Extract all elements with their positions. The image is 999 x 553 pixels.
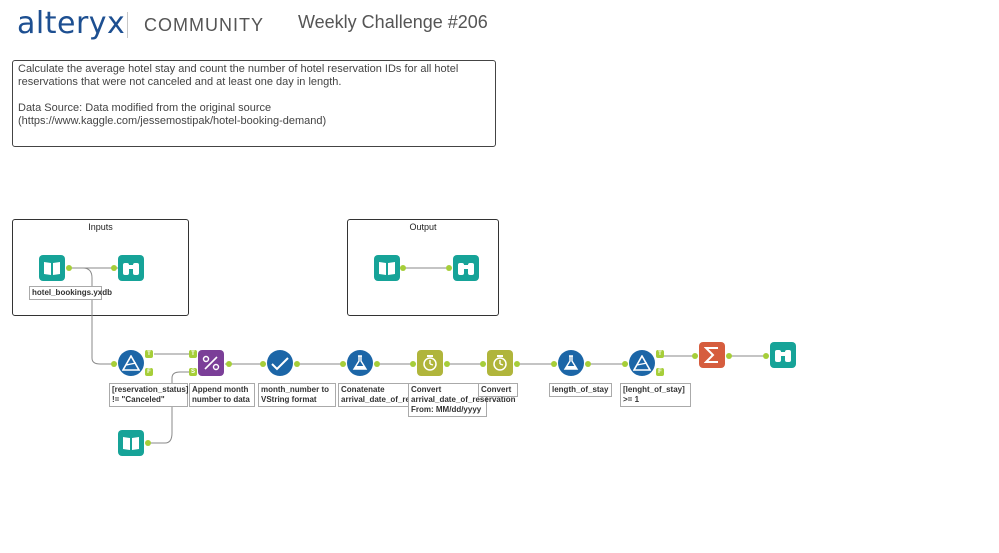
output-anchor[interactable] — [226, 361, 232, 367]
flask-icon — [352, 355, 368, 370]
input-anchor[interactable] — [111, 265, 117, 271]
output-anchor[interactable] — [585, 361, 591, 367]
book-icon — [379, 262, 395, 275]
output-anchor[interactable] — [726, 353, 732, 359]
connection-input-to-filter — [70, 267, 117, 365]
input-anchor[interactable] — [551, 361, 557, 367]
output-anchor[interactable] — [66, 265, 72, 271]
inputs-container[interactable]: Inputs — [12, 219, 189, 316]
description-text: Calculate the average hotel stay and cou… — [18, 63, 459, 88]
length-label: length_of_stay — [549, 383, 612, 397]
false-anchor[interactable]: F — [656, 368, 664, 376]
output-anchor[interactable] — [400, 265, 406, 271]
true-anchor[interactable]: T — [656, 350, 664, 358]
input-anchor[interactable] — [446, 265, 452, 271]
output-container[interactable]: Output — [347, 219, 499, 316]
book-icon — [123, 437, 139, 450]
input-anchor[interactable] — [763, 353, 769, 359]
alteryx-logo: alteryx — [17, 6, 126, 41]
browse-tool[interactable] — [118, 255, 144, 281]
input-anchor[interactable] — [111, 361, 117, 367]
binoculars-icon — [123, 263, 139, 275]
input-anchor[interactable] — [622, 361, 628, 367]
filter-triangle-icon — [122, 355, 140, 371]
clock-icon — [423, 355, 437, 371]
filter-2-label: [lenght_of_stay] >= 1 — [620, 383, 691, 407]
input-data-tool[interactable] — [39, 255, 65, 281]
target-anchor[interactable]: T — [189, 350, 197, 358]
input-data-tool-output[interactable] — [374, 255, 400, 281]
append-label: Append month number to data — [189, 383, 255, 407]
filter-tool-1[interactable] — [118, 350, 144, 376]
select-tool[interactable] — [267, 350, 293, 376]
input-anchor[interactable] — [340, 361, 346, 367]
output-anchor[interactable] — [374, 361, 380, 367]
filter-triangle-icon — [633, 355, 651, 371]
datetime-tool-2[interactable] — [487, 350, 513, 376]
community-label: COMMUNITY — [144, 15, 264, 35]
datetime-1-label: Convert arrival_date_of_reservation From… — [408, 383, 516, 417]
output-container-title: Output — [409, 222, 437, 232]
description-comment-box[interactable]: Calculate the average hotel stay and cou… — [12, 60, 496, 147]
browse-tool-final[interactable] — [770, 342, 796, 368]
input-anchor[interactable] — [480, 361, 486, 367]
data-source-text: Data Source: Data modified from the orig… — [18, 102, 327, 127]
sigma-icon — [704, 347, 718, 363]
output-anchor[interactable] — [514, 361, 520, 367]
true-anchor[interactable]: T — [145, 350, 153, 358]
input-data-tool-months[interactable] — [118, 430, 144, 456]
inputs-container-title: Inputs — [88, 222, 113, 232]
binoculars-icon — [775, 350, 791, 362]
false-anchor[interactable]: F — [145, 368, 153, 376]
source-anchor[interactable]: S — [189, 368, 197, 376]
append-fields-tool[interactable] — [198, 350, 224, 376]
checkmark-icon — [271, 357, 289, 371]
input-anchor[interactable] — [260, 361, 266, 367]
summarize-tool[interactable] — [699, 342, 725, 368]
input-anchor[interactable] — [692, 353, 698, 359]
book-icon — [44, 262, 60, 275]
output-anchor[interactable] — [294, 361, 300, 367]
filter-tool-2[interactable] — [629, 350, 655, 376]
challenge-title: Weekly Challenge #206 — [298, 12, 488, 32]
datetime-2-label: Convert — [478, 383, 518, 397]
concat-label: Conatenate arrival_date_of_reservation — [338, 383, 446, 407]
filter-1-label: [reservation_status] != "Canceled" — [109, 383, 188, 407]
input-anchor[interactable] — [410, 361, 416, 367]
flask-icon — [563, 355, 579, 370]
clock-icon — [493, 355, 507, 371]
output-anchor[interactable] — [145, 440, 151, 446]
append-fields-icon — [202, 355, 220, 371]
browse-tool-output[interactable] — [453, 255, 479, 281]
datetime-tool-1[interactable] — [417, 350, 443, 376]
select-label: month_number to VString format — [258, 383, 336, 407]
output-anchor[interactable] — [444, 361, 450, 367]
logo-divider — [127, 12, 128, 38]
formula-tool-length[interactable] — [558, 350, 584, 376]
input-tool-label: hotel_bookings.yxdb — [29, 286, 112, 300]
binoculars-icon — [458, 263, 474, 275]
formula-tool-concat[interactable] — [347, 350, 373, 376]
